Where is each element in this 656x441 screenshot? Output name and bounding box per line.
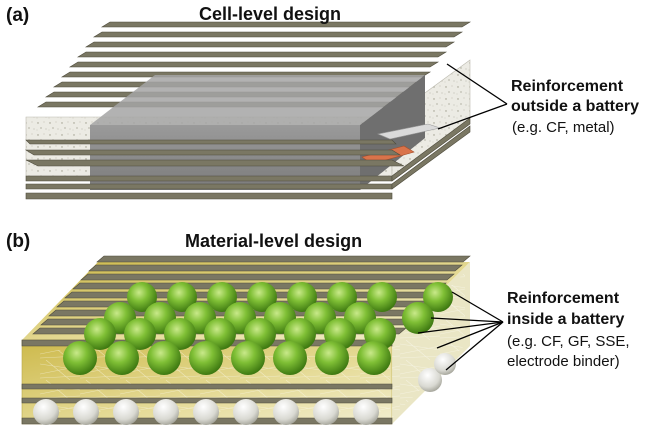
callout-leaders-b — [417, 291, 504, 371]
battery-cell — [90, 75, 425, 190]
panel-a-callout-line3: (e.g. CF, metal) — [512, 119, 615, 136]
panel-a-label: (a) — [6, 5, 30, 26]
panel-b-callout-line3: (e.g. CF, GF, SSE, — [507, 333, 630, 350]
panel-b-callout-line4: electrode binder) — [507, 353, 620, 370]
active-particles — [63, 282, 453, 375]
panel-b-callout-line1: Reinforcement — [507, 290, 620, 307]
panel-a-title: Cell-level design — [199, 4, 342, 24]
panel-a-callout-line1: Reinforcement — [511, 78, 624, 95]
panel-b-label: (b) — [6, 231, 31, 252]
porous-particles — [33, 353, 456, 425]
panel-b-callout-line2: inside a battery — [507, 311, 625, 328]
material-level-diagram — [21, 255, 504, 425]
callout-leaders-a — [437, 63, 508, 130]
outer-laminate-plies-bottom — [24, 117, 471, 200]
cell-level-diagram — [24, 21, 508, 200]
panel-a-callout-line2: outside a battery — [511, 98, 640, 115]
panel-b-title: Material-level design — [185, 231, 363, 251]
